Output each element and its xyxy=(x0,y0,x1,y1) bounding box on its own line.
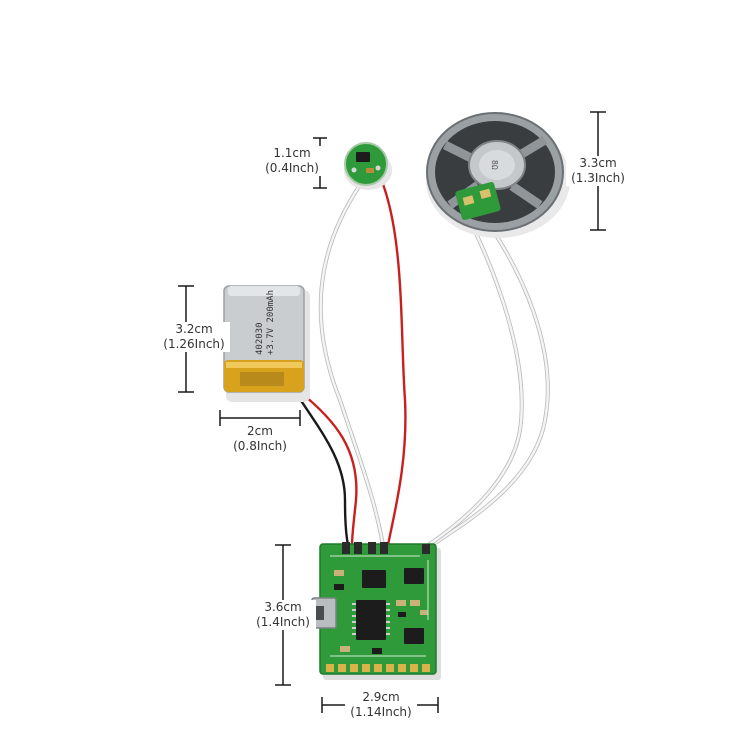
battery-label-line1: 402030 xyxy=(255,322,265,355)
micro-usb-slot xyxy=(316,606,324,620)
sound-module-pcb xyxy=(311,542,441,680)
pcb-header-pin xyxy=(342,542,350,554)
board-height-metric: 3.6cm xyxy=(264,600,302,614)
pcb-ic-pins xyxy=(352,603,390,635)
speaker-magnet-center xyxy=(479,150,515,180)
pcb-header-pin xyxy=(380,542,388,554)
board-width-metric: 2.9cm xyxy=(362,690,400,704)
mic-red-wire xyxy=(376,170,407,547)
speaker-white-wire-b-outline xyxy=(425,211,524,548)
pcb-passive xyxy=(410,600,420,606)
battery-height-imperial: (1.26Inch) xyxy=(163,337,225,351)
pcb-ic-top xyxy=(362,570,386,588)
speaker-dimension-label: 3.3cm (1.3Inch) xyxy=(566,156,630,186)
battery-height-metric: 3.2cm xyxy=(175,322,213,336)
battery-black-wire xyxy=(296,394,350,547)
pcb-edge-pads xyxy=(326,664,430,672)
pcb-silkscreen xyxy=(330,555,429,657)
pcb-passive xyxy=(396,600,406,606)
board-width-imperial: (1.14Inch) xyxy=(350,705,412,719)
battery-height-dimension-label: 3.2cm (1.26Inch) xyxy=(158,322,230,352)
pcb-passive xyxy=(334,570,344,576)
board-height-imperial: (1.4Inch) xyxy=(256,615,310,629)
battery-top-seal xyxy=(228,286,300,296)
mic-component xyxy=(366,168,374,173)
pcb-ic-round xyxy=(404,568,424,584)
pcb-header-pin xyxy=(354,542,362,554)
speaker-dimension-metric: 3.3cm xyxy=(579,156,617,170)
mic-chip xyxy=(356,152,370,162)
speaker-white-wire-a xyxy=(430,208,549,547)
speaker-terminal-pad xyxy=(462,195,475,206)
pcb-passive xyxy=(372,648,382,654)
speaker-dimension-imperial: (1.3Inch) xyxy=(571,171,625,185)
pcb-header-pin xyxy=(368,542,376,554)
mic-dimension-metric: 1.1cm xyxy=(273,146,311,160)
battery-width-metric: 2cm xyxy=(247,424,273,438)
mic-pad-right xyxy=(375,165,381,171)
battery-width-dimension-label: 2cm (0.8Inch) xyxy=(226,424,294,454)
pcb-ic-main xyxy=(356,600,386,640)
pcb-passive xyxy=(334,584,344,590)
battery-protection-board xyxy=(240,372,284,386)
battery-width-dimension-line xyxy=(219,410,301,426)
mic-white-wire xyxy=(319,183,385,547)
wires xyxy=(296,170,550,548)
pcb-passive xyxy=(340,646,350,652)
board-height-dimension-label: 3.6cm (1.4Inch) xyxy=(250,600,316,630)
pcb-passive xyxy=(420,610,428,615)
pcb-ic-small xyxy=(404,628,424,644)
microphone-module xyxy=(344,142,392,190)
mic-dimension-label: 1.1cm (0.4Inch) xyxy=(260,146,324,176)
speaker-terminal-pad-2 xyxy=(479,188,492,199)
battery-label: 402030 +3.7V 200mAh xyxy=(255,290,276,355)
battery-width-imperial: (0.8Inch) xyxy=(233,439,287,453)
battery-label-line2: +3.7V 200mAh xyxy=(266,290,276,355)
pcb-header-pin xyxy=(422,544,430,554)
mic-dimension-imperial: (0.4Inch) xyxy=(265,161,319,175)
battery: 402030 +3.7V 200mAh xyxy=(223,285,310,402)
speaker: 8Ω xyxy=(426,112,570,238)
speaker-spokes xyxy=(442,136,548,209)
mic-board xyxy=(344,142,388,186)
pcb-passive xyxy=(398,612,406,617)
mic-white-wire-outline xyxy=(318,183,385,547)
board-width-dimension-label: 2.9cm (1.14Inch) xyxy=(345,690,417,720)
battery-gold-highlight xyxy=(226,362,302,368)
speaker-marking: 8Ω xyxy=(490,160,499,170)
speaker-white-wire-b xyxy=(425,211,523,548)
mic-pad-left xyxy=(351,167,357,173)
battery-red-wire xyxy=(298,390,358,547)
